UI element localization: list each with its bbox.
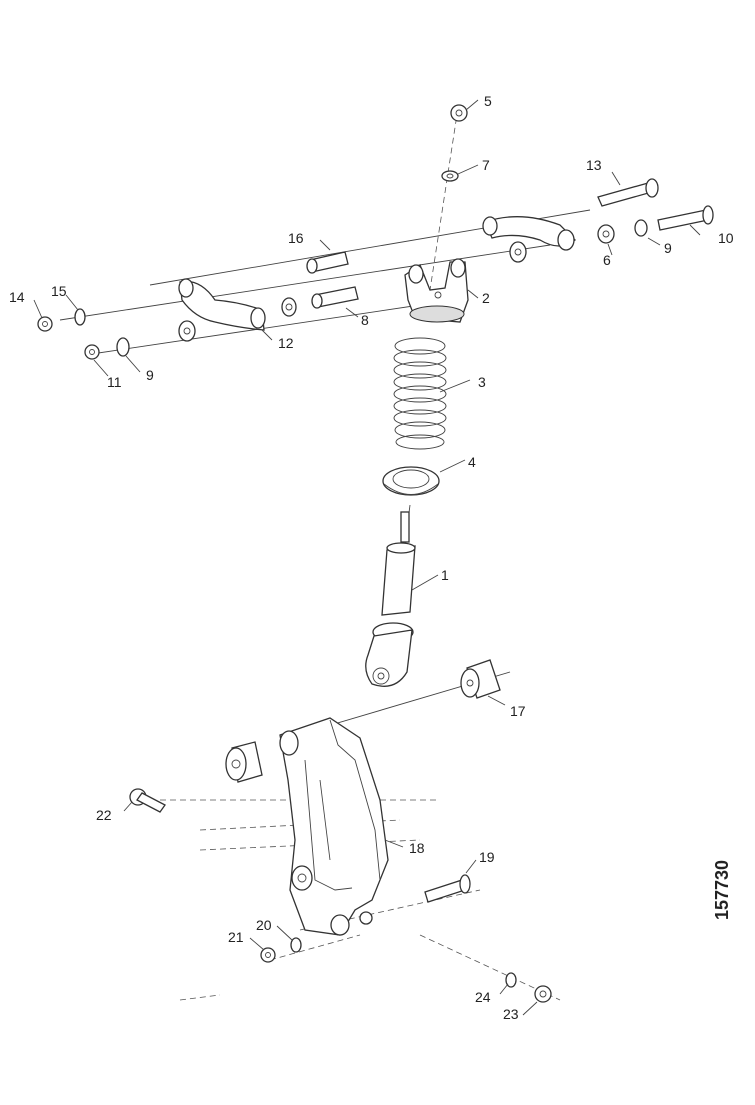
bolt-part-19 <box>424 874 471 903</box>
callout-16: 16 <box>288 230 304 246</box>
nut-part-21 <box>260 947 276 963</box>
callout-5: 5 <box>484 93 492 109</box>
callout-1: 1 <box>441 567 449 583</box>
bracket-part-18 <box>279 717 389 936</box>
callout-21: 21 <box>228 929 244 945</box>
link-arm-right <box>482 216 576 251</box>
bolt-part-13 <box>597 178 659 207</box>
washer-part-9-left <box>116 337 130 357</box>
bolt-part-10 <box>657 205 714 231</box>
nut-part-14 <box>37 316 53 332</box>
washer-part-15 <box>74 308 86 326</box>
callout-24: 24 <box>475 989 491 1005</box>
nut-left-upper <box>281 297 297 317</box>
washer-part-7 <box>441 170 459 182</box>
pin-part-16 <box>306 251 349 274</box>
callout-17: 17 <box>510 703 526 719</box>
callout-11: 11 <box>107 374 122 390</box>
nut-part-6 <box>597 224 615 244</box>
callout-19: 19 <box>479 849 495 865</box>
callout-15: 15 <box>51 283 67 299</box>
bushing-bracket-left <box>225 741 263 783</box>
callout-3: 3 <box>478 374 486 390</box>
bushing-right-top <box>509 241 527 263</box>
callout-13: 13 <box>586 157 602 173</box>
callout-2: 2 <box>482 290 490 306</box>
leader-lines <box>33 99 701 1016</box>
bushing-part-17 <box>460 659 501 699</box>
callout-7: 7 <box>482 157 490 173</box>
coil-spring-part-3 <box>393 337 447 450</box>
upper-mount-part-2 <box>404 258 469 323</box>
callout-4: 4 <box>468 454 476 470</box>
nut-bracket-right <box>359 911 373 925</box>
nut-part-5 <box>450 104 468 122</box>
callout-23: 23 <box>503 1006 519 1022</box>
callout-9-left: 9 <box>146 367 154 383</box>
link-arm-part-12 <box>178 278 266 331</box>
washer-part-20 <box>290 937 302 953</box>
spring-seat-part-4 <box>382 466 440 496</box>
callout-8: 8 <box>361 312 369 328</box>
callout-10: 10 <box>718 230 734 246</box>
callout-22: 22 <box>96 807 112 823</box>
washer-part-24 <box>505 972 517 988</box>
nut-part-11 <box>84 344 100 360</box>
callout-6: 6 <box>603 252 611 268</box>
figure-code: 157730 <box>712 860 732 920</box>
callout-14: 14 <box>9 289 25 305</box>
callout-12: 12 <box>278 335 294 351</box>
callout-9-right: 9 <box>664 240 672 256</box>
bushing-left <box>178 320 196 342</box>
bolt-part-22 <box>129 788 166 813</box>
callout-labels: 5 7 13 16 10 9 6 2 14 15 8 12 11 9 3 4 1… <box>9 93 734 1022</box>
nut-part-23 <box>534 985 552 1003</box>
shock-absorber-part-1 <box>365 511 416 687</box>
callout-18: 18 <box>409 840 425 856</box>
washer-part-9-right <box>634 219 648 237</box>
callout-20: 20 <box>256 917 272 933</box>
pin-part-8 <box>311 286 359 309</box>
